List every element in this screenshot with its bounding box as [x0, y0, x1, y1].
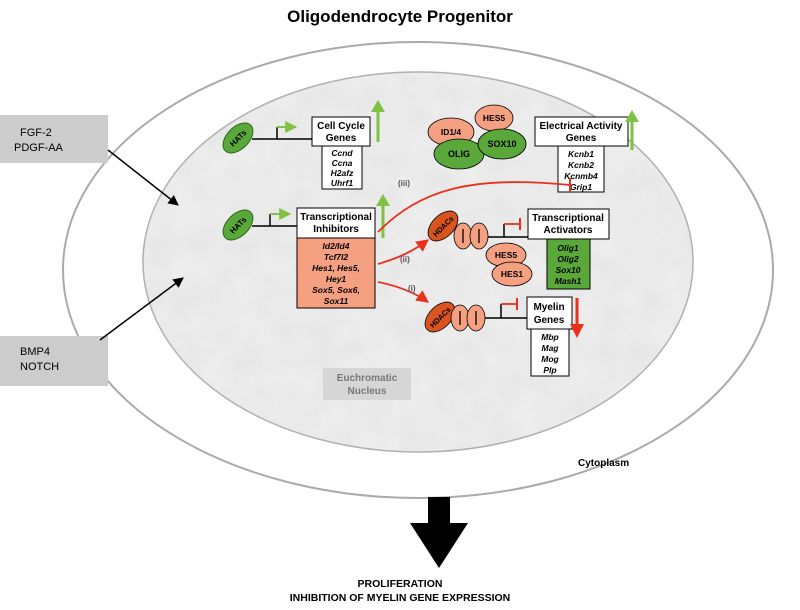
activator-gene: Olig1	[557, 243, 579, 253]
hdacs-myelin: HDACs	[424, 298, 527, 333]
pathway-iii-label: (iii)	[398, 179, 410, 188]
cytoplasm-label: Cytoplasm	[578, 458, 629, 469]
signal-box-bottom: BMP4 NOTCH	[0, 336, 108, 386]
hdacs-activators: HDACs	[427, 210, 528, 250]
pathway-ii-label: (ii)	[400, 255, 410, 264]
downregulation-arrow-head	[570, 324, 584, 338]
electrical-gene: Kcnmb4	[564, 171, 598, 181]
diagram-title: Oligodendrocyte Progenitor	[287, 7, 513, 26]
inhibitor-gene: Sox11	[324, 296, 349, 306]
myelin-gene: Mbp	[541, 332, 558, 342]
pathway-i-line	[377, 281, 430, 303]
inhibitor-gene: Sox5, Sox6,	[312, 285, 360, 295]
outcome-inhibition: INHIBITION OF MYELIN GENE EXPRESSION	[290, 592, 511, 604]
signal-arrow-top	[107, 149, 179, 206]
cell-cycle-gene: Uhrf1	[331, 178, 353, 188]
activator-gene: Mash1	[555, 276, 582, 286]
myelin-genes: Myelin Genes Mbp Mag Mog Plp	[526, 296, 584, 377]
transcriptional-inhibitors: Transcriptional Inhibitors Id2/Id4 Tcf7l…	[296, 194, 390, 309]
activator-gene: Sox10	[555, 265, 580, 275]
inhibitor-gene: Hey1	[326, 274, 347, 284]
signal-fgf2: FGF-2	[20, 127, 52, 139]
electrical-header-2: Genes	[566, 133, 597, 144]
myelin-gene: Mog	[541, 354, 559, 364]
hes-pair: HES5 HES1	[485, 242, 533, 287]
electrical-header-1: Electrical Activity	[539, 121, 622, 132]
id14-label: ID1/4	[441, 127, 462, 137]
upregulation-arrow-head	[376, 194, 390, 206]
cell-cycle-header-2: Genes	[326, 133, 357, 144]
pathways: (iii) (ii) (i)	[377, 178, 571, 303]
signal-arrow-bottom	[99, 277, 184, 341]
cell-cycle-gene: Ccnd	[331, 148, 353, 158]
cell-cycle-gene: H2afz	[331, 168, 354, 178]
myelin-gene: Mag	[542, 343, 560, 353]
signal-bmp4: BMP4	[20, 346, 50, 358]
upregulation-arrow-head	[625, 110, 639, 122]
hes1-pair-label: HES1	[501, 269, 523, 279]
olig-sox10-complex: ID1/4 HES5 OLIG SOX10	[427, 104, 527, 170]
cell-cycle-genes: Cell Cycle Genes Ccnd Ccna H2afz Uhrf1	[311, 100, 385, 190]
electrical-gene: Kcnb2	[568, 160, 594, 170]
myelin-header-2: Genes	[534, 315, 565, 326]
outcome-arrow	[410, 497, 468, 568]
signal-notch: NOTCH	[20, 361, 59, 373]
nucleus-label-line2: Nucleus	[348, 386, 387, 397]
hes5-pair-label: HES5	[495, 250, 517, 260]
olig-label: OLIG	[448, 149, 470, 159]
nucleus-label-line1: Euchromatic	[337, 373, 398, 384]
myelin-header-1: Myelin	[533, 302, 564, 313]
signal-pdgfaa: PDGF-AA	[14, 142, 64, 154]
inhibitor-gene: Hes1, Hes5,	[312, 263, 360, 273]
nucleus-label-box	[323, 368, 411, 400]
inhibitor-gene: Tcf7l2	[324, 252, 349, 262]
electrical-gene: Kcnb1	[568, 149, 594, 159]
hats-cell-cycle: HATs	[222, 121, 312, 154]
signal-box-top: FGF-2 PDGF-AA	[0, 115, 108, 163]
outcome-proliferation: PROLIFERATION	[358, 578, 443, 590]
cell-cycle-header-1: Cell Cycle	[317, 121, 365, 132]
pathway-i-label: (i)	[408, 284, 416, 293]
hats-inhibitors: HATs	[222, 208, 297, 241]
inhibitors-header-2: Inhibitors	[313, 224, 359, 235]
myelin-gene: Plp	[543, 365, 556, 375]
inhibitors-header-1: Transcriptional	[300, 212, 372, 223]
inhibitor-gene: Id2/Id4	[323, 241, 350, 251]
cell-cycle-gene: Ccna	[332, 158, 353, 168]
upregulation-arrow-head	[371, 100, 385, 112]
transcriptional-activators: Transcriptional Activators Olig1 Olig2 S…	[527, 208, 610, 290]
activators-header-2: Activators	[544, 225, 593, 236]
electrical-activity-genes: Electrical Activity Genes Kcnb1 Kcnb2 Kc…	[534, 110, 639, 193]
hes5-label: HES5	[483, 113, 505, 123]
electrical-gene: Grip1	[570, 182, 592, 192]
activator-gene: Olig2	[557, 254, 579, 264]
pathway-iii-line	[377, 181, 571, 233]
activators-header-1: Transcriptional	[532, 213, 604, 224]
pathway-ii-line	[377, 239, 430, 265]
sox10-label: SOX10	[487, 139, 516, 149]
